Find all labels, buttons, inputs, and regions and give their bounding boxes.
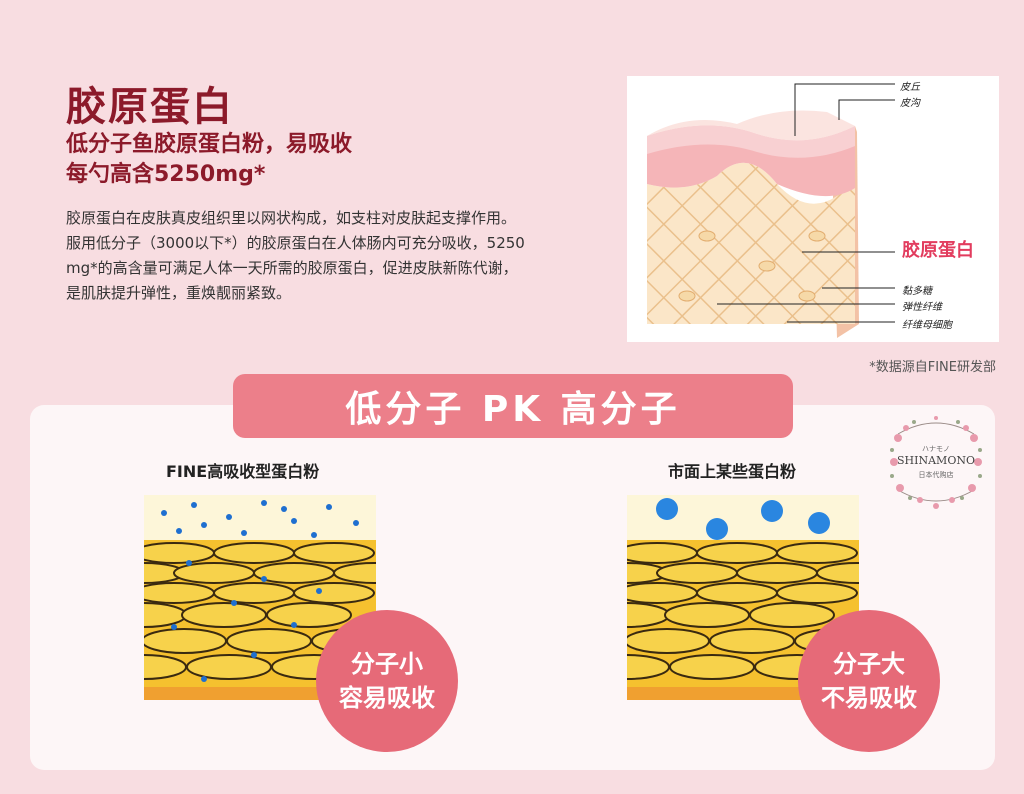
small-molecule-badge: 分子小 容易吸收 — [316, 610, 458, 752]
badge-line: 容易吸收 — [339, 684, 435, 712]
seal-bottom-text: 日本代购店 — [918, 471, 954, 479]
description-line: 是肌肤提升弹性，重焕靓丽紧致。 — [66, 284, 292, 302]
description-line: 胶原蛋白在皮肤真皮组织里以网状构成，如支柱对皮肤起支撑作用。 — [66, 209, 517, 227]
left-column-title: FINE高吸收型蛋白粉 — [166, 462, 320, 481]
seal-brand: SHINAMONO — [897, 454, 975, 467]
source-note: *数据源自FINE研发部 — [869, 360, 996, 375]
badge-line: 不易吸收 — [821, 684, 917, 712]
skin-ridge-label: 皮丘 — [900, 82, 920, 93]
description: 胶原蛋白在皮肤真皮组织里以网状构成，如支柱对皮肤起支撑作用。 服用低分子（300… — [66, 206, 631, 306]
skin-diagram — [627, 76, 999, 342]
description-line: mg*的高含量可满足人体一天所需的胶原蛋白，促进皮肤新陈代谢， — [66, 259, 518, 277]
polysaccharide-label: 黏多糖 — [902, 286, 932, 297]
comparison-banner: 低分子 PK 高分子 — [233, 374, 793, 438]
page-title: 胶原蛋白 — [66, 84, 234, 130]
skin-illustration — [647, 83, 895, 338]
right-column-title: 市面上某些蛋白粉 — [668, 462, 797, 481]
badge-line: 分子大 — [833, 650, 905, 678]
seal-top-text: ハナモノ — [922, 445, 950, 453]
subtitle-line-2: 每勺高含5250mg* — [66, 162, 266, 187]
elastic-fiber-label: 弹性纤维 — [902, 302, 942, 313]
fibroblast-label: 纤维母细胞 — [902, 320, 952, 331]
subtitle-line-1: 低分子鱼胶原蛋白粉，易吸收 — [66, 132, 353, 157]
badge-line: 分子小 — [351, 650, 423, 678]
floral-wreath-icon — [890, 416, 982, 509]
shop-seal: ハナモノ SHINAMONO 日本代购店 — [880, 410, 992, 514]
description-line: 服用低分子（3000以下*）的胶原蛋白在人体肠内可充分吸收，5250 — [66, 234, 525, 252]
large-molecule-badge: 分子大 不易吸收 — [798, 610, 940, 752]
skin-furrow-label: 皮沟 — [900, 98, 920, 109]
collagen-label: 胶原蛋白 — [902, 240, 974, 261]
